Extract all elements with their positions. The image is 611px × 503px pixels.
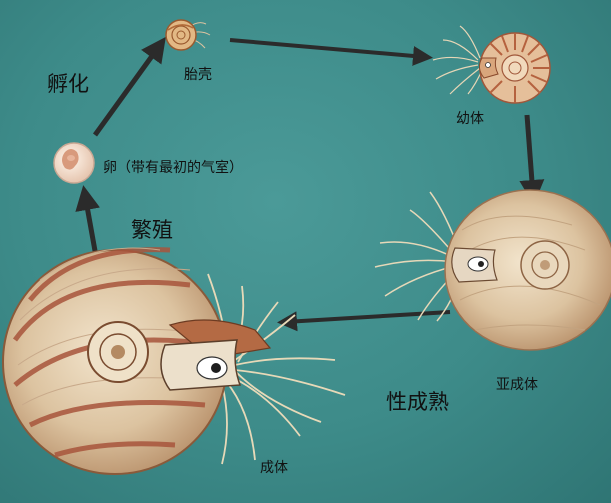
arrow-embryo-to-juvenile: [229, 38, 433, 66]
label-embryonic-shell: 胎壳: [184, 67, 212, 83]
embryonic-shell-illustration: [165, 19, 211, 51]
label-maturing: 性成熟: [386, 390, 449, 414]
label-breeding: 繁殖: [131, 218, 173, 242]
juvenile-illustration: [432, 25, 551, 104]
arrow-subadult-to-adult: [277, 310, 451, 332]
label-subadult: 亚成体: [496, 377, 538, 393]
arrow-juvenile-to-subadult: [519, 114, 545, 205]
label-juvenile: 幼体: [456, 111, 484, 127]
label-egg: 卵（带有最初的气室）: [103, 160, 243, 176]
label-hatching: 孵化: [47, 72, 89, 96]
adult-illustration: [2, 247, 346, 475]
arrow-egg-to-embryo: [92, 36, 166, 137]
egg-illustration: [53, 142, 95, 184]
label-adult: 成体: [260, 460, 288, 476]
subadult-illustration: [374, 189, 611, 351]
